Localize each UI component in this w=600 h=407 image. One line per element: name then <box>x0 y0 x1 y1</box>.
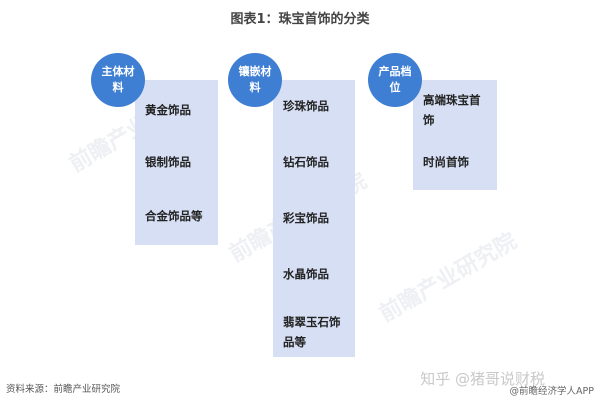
list-item: 银制饰品 <box>145 155 191 169</box>
list-item: 翡翠玉石饰品等 <box>283 315 341 349</box>
list-item: 水晶饰品 <box>283 267 329 281</box>
brand-label: @前瞻经济学人APP <box>509 386 594 397</box>
category-circle-inlay-material: 镶嵌材料 <box>228 53 282 107</box>
category-circle-product-tier: 产品档位 <box>368 53 422 107</box>
category-box-product-tier: 高端珠宝首饰 时尚首饰 <box>413 80 497 190</box>
category-box-main-material: 黄金饰品 银制饰品 合金饰品等 <box>135 80 218 245</box>
list-item: 钻石饰品 <box>283 155 329 169</box>
zhihu-watermark: 知乎 @猪哥说财税 <box>420 370 545 388</box>
list-item: 高端珠宝首饰 <box>423 93 481 127</box>
list-item: 合金饰品等 <box>145 209 203 223</box>
list-item: 黄金饰品 <box>145 103 191 117</box>
source-note: 资料来源：前瞻产业研究院 <box>6 384 121 395</box>
list-item: 时尚首饰 <box>423 155 469 169</box>
background-watermark: 前瞻产业研究院 <box>375 228 522 328</box>
category-circle-main-material: 主体材料 <box>91 53 145 107</box>
list-item: 彩宝饰品 <box>283 211 329 225</box>
chart-title: 图表1：珠宝首饰的分类 <box>230 12 370 27</box>
list-item: 珍珠饰品 <box>283 99 329 113</box>
category-box-inlay-material: 珍珠饰品 钻石饰品 彩宝饰品 水晶饰品 翡翠玉石饰品等 <box>273 80 355 357</box>
